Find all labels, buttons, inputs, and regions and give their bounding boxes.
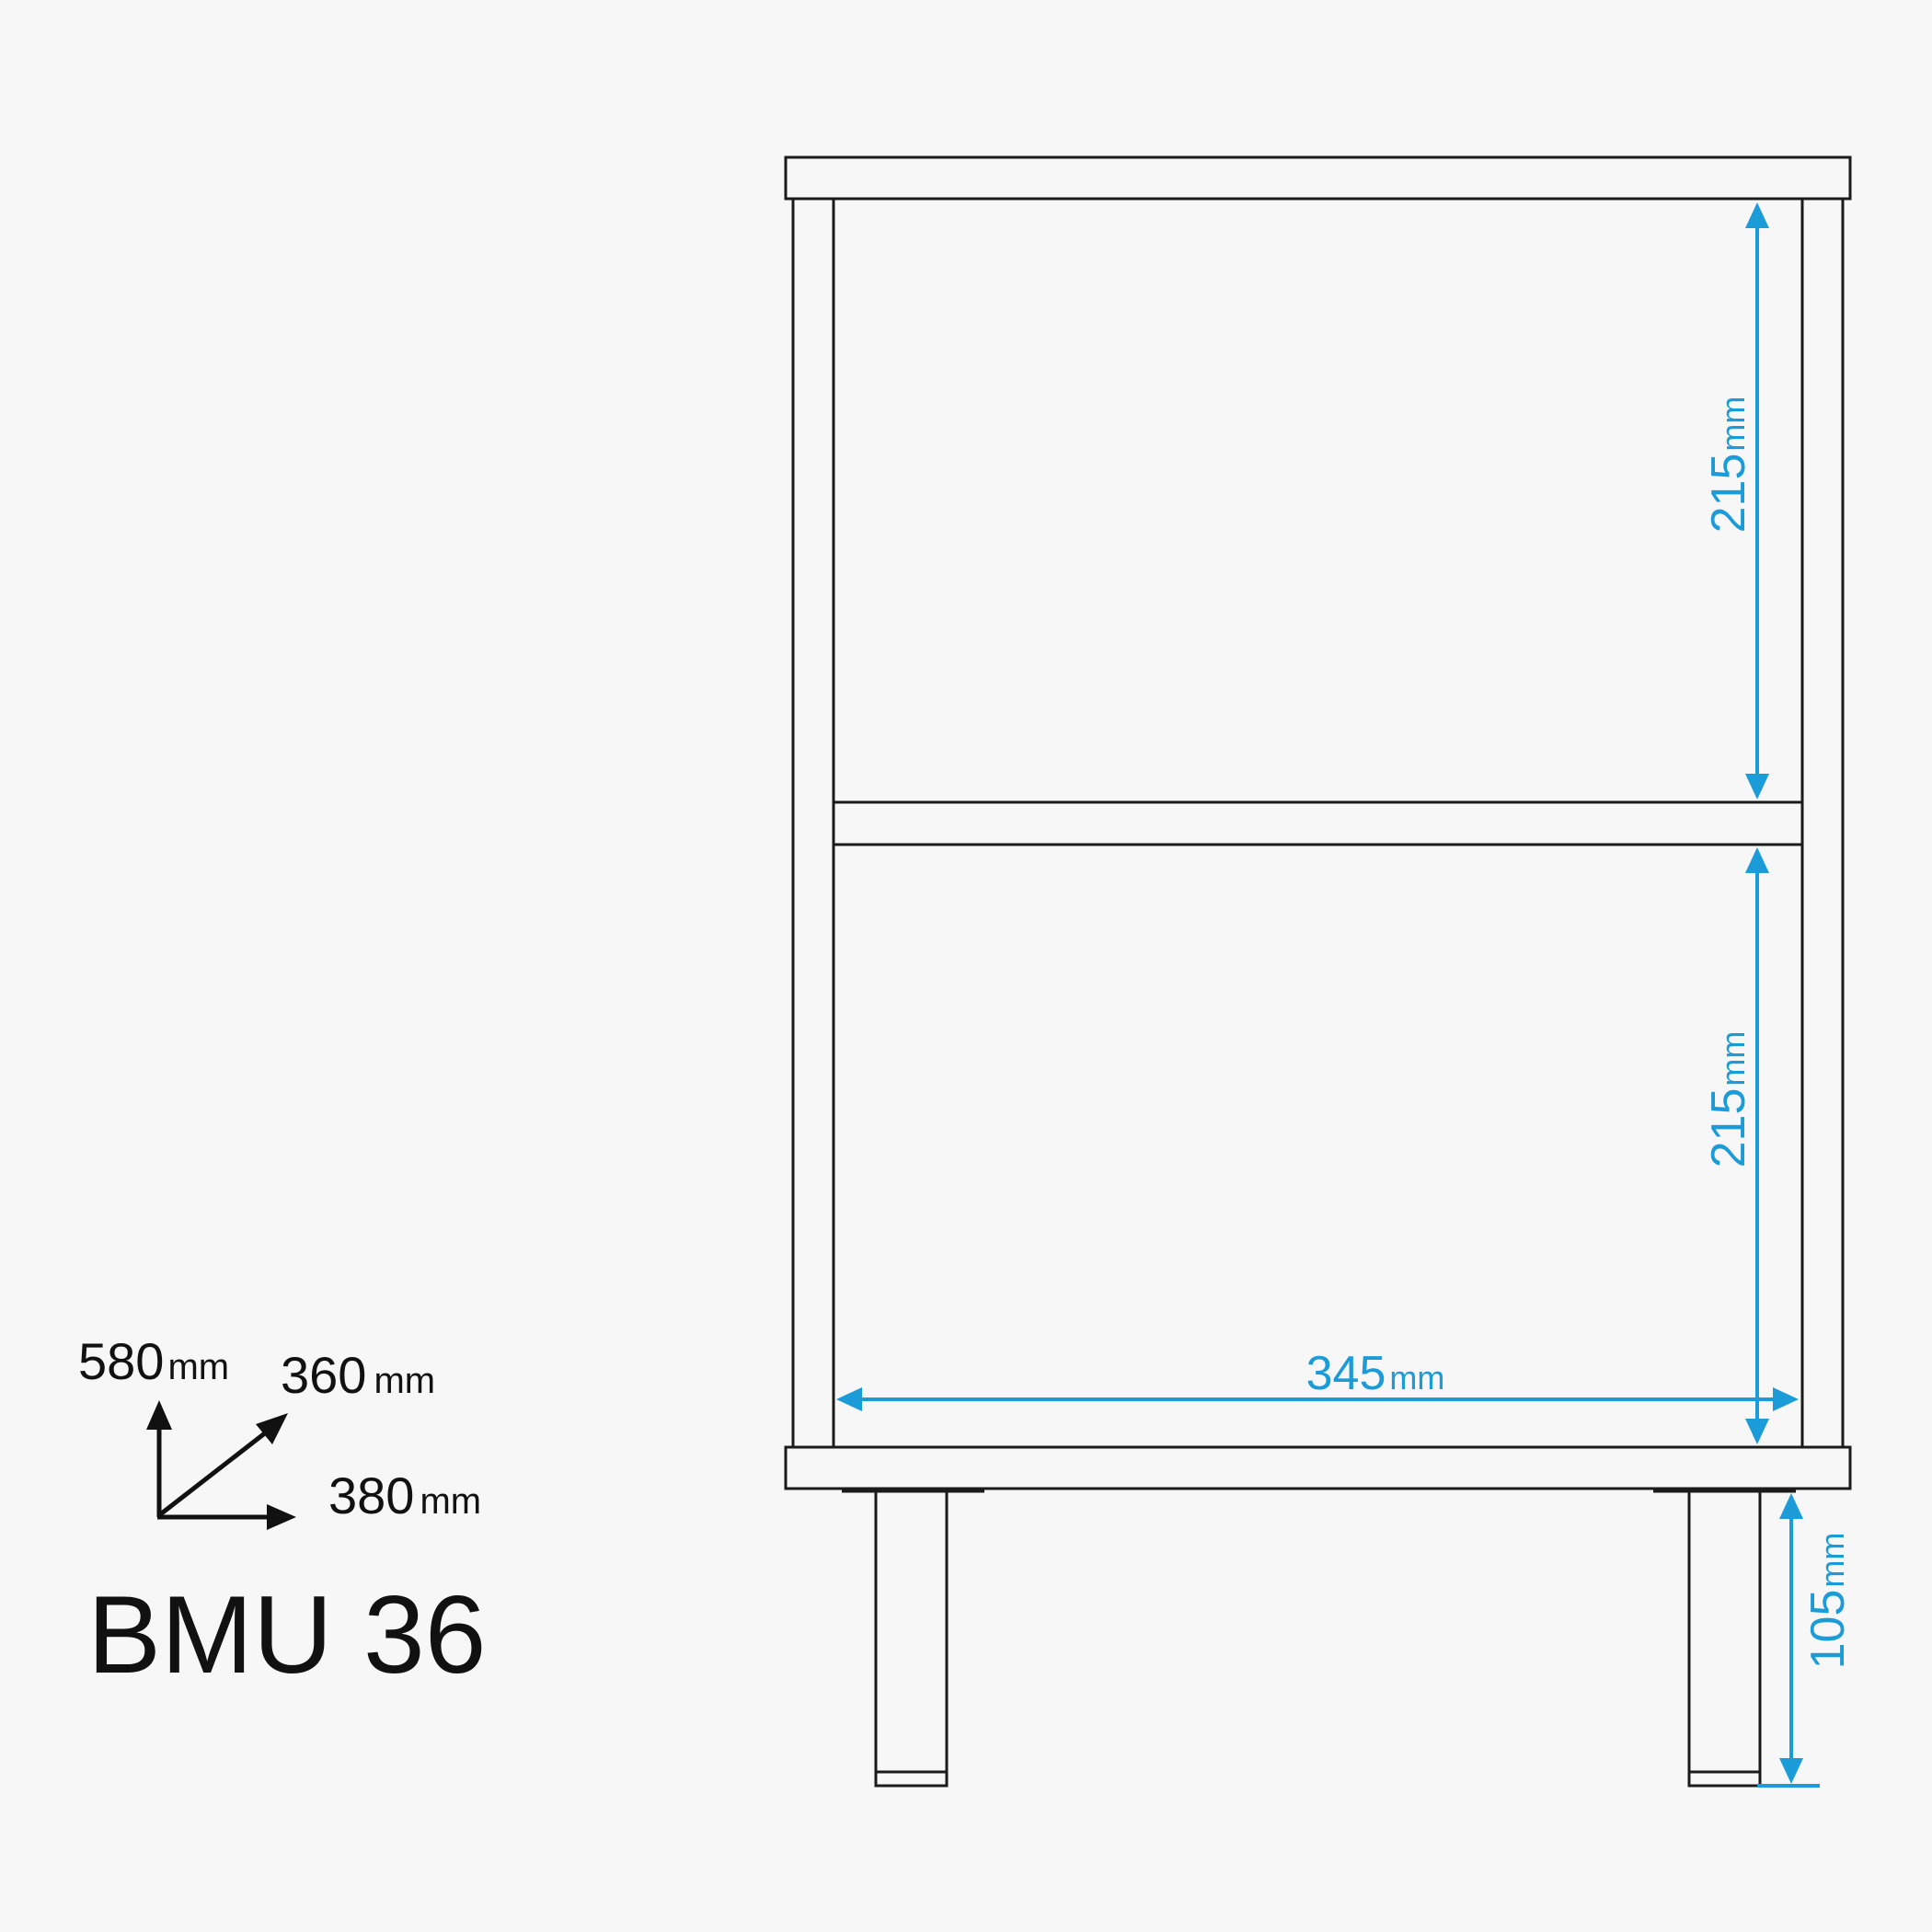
width-axis-arrowhead	[267, 1504, 296, 1530]
model-name: BMU 36	[87, 1573, 486, 1696]
lower-shelf-arrow-bottom	[1745, 1419, 1769, 1444]
right-leg	[1687, 1489, 1762, 1788]
inner-width-arrow-left	[836, 1387, 862, 1411]
bottom-panel	[784, 1445, 1852, 1490]
upper-shelf-dimension: 215mm	[1702, 202, 1769, 799]
depth-axis-arrowhead	[256, 1413, 288, 1444]
inner-width-arrow-right	[1773, 1387, 1799, 1411]
top-panel	[784, 155, 1852, 201]
depth-axis-line	[157, 1431, 268, 1517]
upper-shelf-arrow-bottom	[1745, 774, 1769, 799]
right-side-panel	[1800, 197, 1845, 1449]
middle-shelf	[832, 800, 1804, 846]
leg-height-dimension-label: 105mm	[1801, 1533, 1855, 1670]
leg-height-arrow-top	[1779, 1493, 1803, 1519]
left-side-panel	[791, 197, 835, 1449]
lower-shelf-dimension: 215mm	[1702, 847, 1769, 1444]
upper-shelf-arrow-top	[1745, 202, 1769, 228]
dimension-axes	[146, 1400, 296, 1530]
lower-shelf-arrow-top	[1745, 847, 1769, 873]
upper-shelf-dimension-label: 215mm	[1702, 397, 1755, 534]
lower-shelf-dimension-label: 215mm	[1702, 1031, 1755, 1168]
cabinet-outline	[784, 155, 1852, 1490]
legs	[842, 1489, 1796, 1788]
leg-height-arrow-bottom	[1779, 1758, 1803, 1784]
left-leg	[874, 1489, 949, 1788]
leg-height-dimension: 105mm	[1757, 1493, 1855, 1788]
height-axis-arrowhead	[146, 1400, 172, 1430]
